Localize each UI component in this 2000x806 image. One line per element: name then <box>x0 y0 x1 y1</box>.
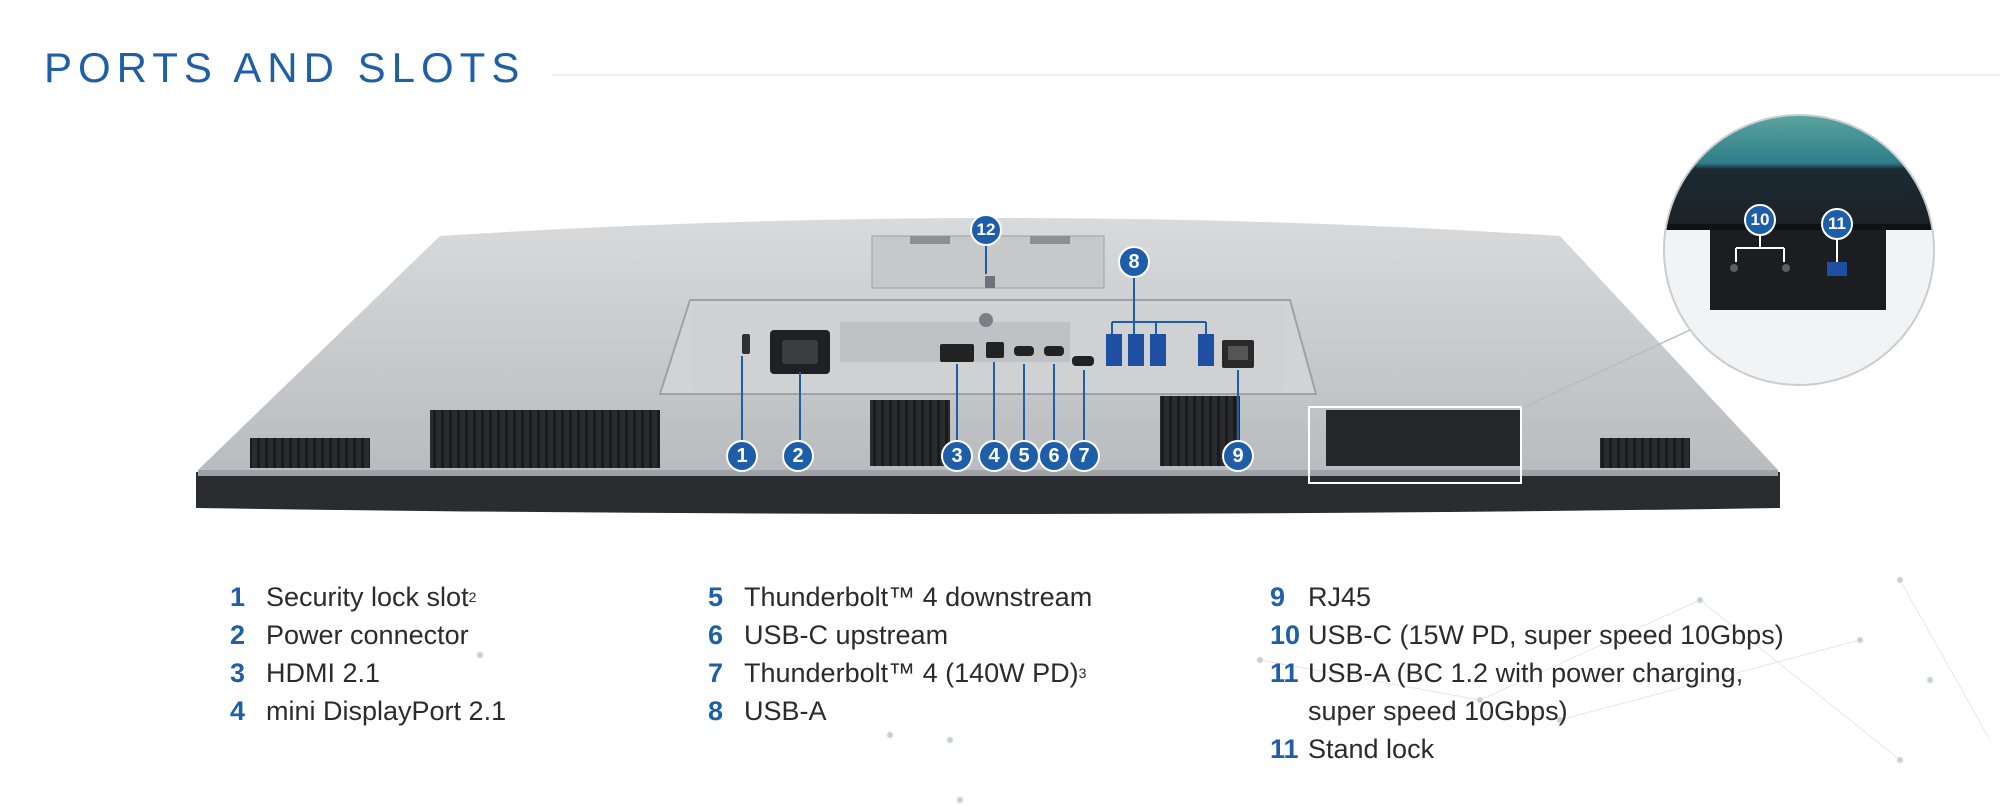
legend-number: 5 <box>708 581 724 612</box>
callout-8: 8 <box>1118 246 1150 278</box>
legend-label: Thunderbolt™ 4 (140W PD) <box>744 657 1079 688</box>
legend-number: 7 <box>708 657 724 688</box>
legend-item: 7 Thunderbolt™ 4 (140W PD)3 <box>708 654 1092 692</box>
legend-number: 1 <box>230 581 246 612</box>
legend-label: USB-C (15W PD, super speed 10Gbps) <box>1308 619 1784 650</box>
callout-9: 9 <box>1222 440 1254 472</box>
callout-1: 1 <box>726 440 758 472</box>
legend-number: 10 <box>1270 619 1301 650</box>
callout-7: 7 <box>1068 440 1100 472</box>
page-title: PORTS AND SLOTS <box>44 44 526 91</box>
legend-number: 8 <box>708 695 724 726</box>
legend-item: 11 Stand lock <box>1270 730 1784 768</box>
callout-12: 12 <box>970 214 1002 246</box>
callout-2: 2 <box>782 440 814 472</box>
legend-item: 2 Power connector <box>230 616 506 654</box>
footnote-marker: 2 <box>468 589 477 605</box>
legend-label: Stand lock <box>1308 733 1435 764</box>
legend-label: RJ45 <box>1308 581 1372 612</box>
legend-item: 4 mini DisplayPort 2.1 <box>230 692 506 730</box>
legend-label: USB-A <box>744 695 827 726</box>
legend-number: 6 <box>708 619 724 650</box>
legend-item: 5 Thunderbolt™ 4 downstream <box>708 578 1092 616</box>
legend-number: 3 <box>230 657 246 688</box>
callout-5: 5 <box>1008 440 1040 472</box>
legend-item: 11 USB-A (BC 1.2 with power charging, <box>1270 654 1784 692</box>
legend-item: 3 HDMI 2.1 <box>230 654 506 692</box>
callout-11: 11 <box>1821 208 1853 240</box>
legend-label: HDMI 2.1 <box>266 657 381 688</box>
legend-item: 6 USB-C upstream <box>708 616 1092 654</box>
callout-10: 10 <box>1744 204 1776 236</box>
callout-6: 6 <box>1038 440 1070 472</box>
legend-label: Thunderbolt™ 4 downstream <box>744 581 1093 612</box>
title-divider <box>552 74 2000 76</box>
legend-number: 9 <box>1270 581 1286 612</box>
legend-number: 11 <box>1270 657 1299 688</box>
legend-column-2: 5 Thunderbolt™ 4 downstream 6 USB-C upstre… <box>708 578 1092 730</box>
legend-number: 4 <box>230 695 246 726</box>
legend-label: Security lock slot <box>266 581 469 612</box>
legend-item: 9 RJ45 <box>1270 578 1784 616</box>
legend-number: 2 <box>230 619 246 650</box>
legend-label: USB-A (BC 1.2 with power charging, <box>1308 657 1744 688</box>
background-network-pattern <box>476 576 1991 804</box>
legend-number: 11 <box>1270 733 1299 764</box>
callout-4: 4 <box>978 440 1010 472</box>
footnote-marker: 3 <box>1078 665 1087 681</box>
legend-item: 8 USB-A <box>708 692 1092 730</box>
legend-label: USB-C upstream <box>744 619 949 650</box>
legend-label: super speed 10Gbps) <box>1308 695 1568 726</box>
legend-item-continuation: super speed 10Gbps) <box>1270 692 1784 730</box>
legend-label: Power connector <box>266 619 469 650</box>
legend-label: mini DisplayPort 2.1 <box>266 695 507 726</box>
callout-3: 3 <box>941 440 973 472</box>
